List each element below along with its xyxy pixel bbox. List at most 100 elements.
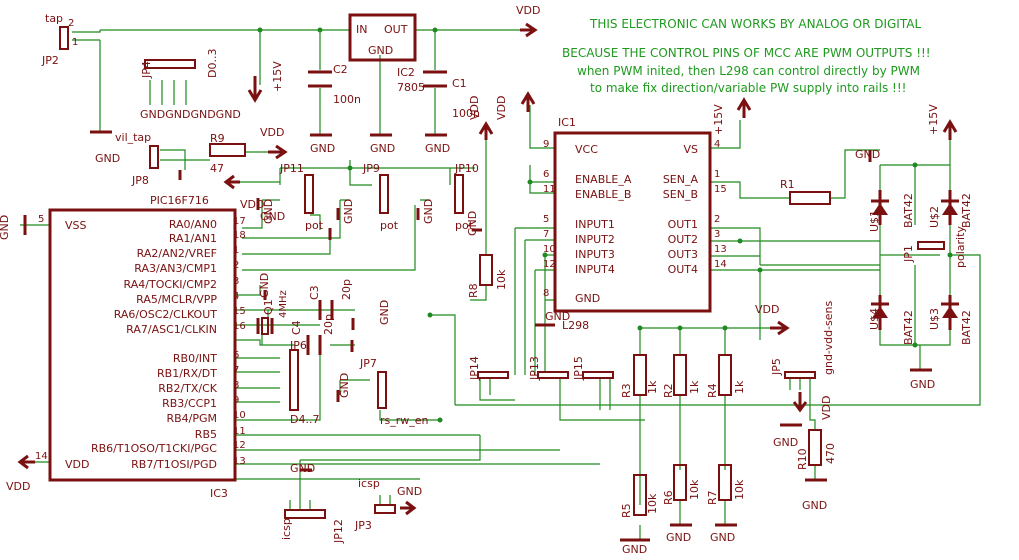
pic-pin-number: 11: [233, 426, 246, 437]
jp7-net: rs_rw_en: [380, 414, 429, 427]
pic-pin-number: 18: [233, 230, 246, 241]
reg-pin-out: OUT: [384, 23, 408, 36]
net-label: GND: [855, 148, 880, 161]
pic-pin-vss: VSS: [65, 219, 87, 232]
l298-pin-name: VS: [683, 143, 698, 156]
r1-ref: R1: [780, 178, 795, 191]
junctions: [257, 27, 953, 423]
net-label: GND: [397, 485, 422, 498]
r6-value: 10k: [688, 479, 701, 500]
l298-pin-name: INPUT2: [575, 233, 615, 246]
l298-pin-number: 14: [714, 259, 727, 270]
r9-ref: R9: [210, 132, 225, 145]
net-label: GND: [378, 300, 391, 325]
net-label: VDD: [495, 96, 508, 120]
l298-pin-name: ENABLE_B: [575, 188, 631, 201]
net-label: +15V: [927, 104, 940, 135]
jp2-net: tap: [45, 12, 63, 25]
d4-ref: U$4: [868, 308, 881, 330]
l298-pin-name: OUT3: [668, 248, 698, 261]
pic-pin-name: RB6/T1OSO/T1CKI/PGC: [91, 442, 217, 455]
jp1-net: polarity: [954, 226, 967, 268]
pic-pin-name: RA0/AN0: [169, 218, 217, 231]
d1-part: BAT42: [902, 193, 915, 228]
net-label: GND: [622, 543, 647, 556]
net-label: GND: [466, 211, 479, 236]
jp8-net: vil_tap: [115, 131, 151, 144]
diode-bridge: U$1 BAT42 U$2 BAT42 U$4 BAT42 U$3 BAT42: [868, 190, 973, 345]
c3-value: 20p: [340, 279, 353, 300]
net-label: GND: [370, 142, 395, 155]
l298-pin-number: 4: [714, 139, 720, 150]
pic-pin-name: RA3/AN3/CMP1: [134, 262, 217, 275]
net-label: GND: [710, 531, 735, 544]
l298-pin-number: 6: [543, 169, 549, 180]
l298-pin-number: 9: [543, 139, 549, 150]
c3-ref: C3: [308, 285, 321, 300]
r10-value: 470: [824, 443, 837, 464]
reg-part-label: 7805: [397, 81, 425, 94]
net-label: VDD: [516, 4, 540, 17]
jp6-net: D4..7: [290, 413, 319, 426]
wires: [20, 29, 981, 540]
pic-pin-number: 1: [233, 245, 239, 256]
net-label: GND: [545, 310, 570, 323]
net-label: GND: [802, 499, 827, 512]
pic-pin-number: 8: [233, 380, 239, 391]
net-label: GND: [260, 210, 285, 223]
net-label: GND: [310, 142, 335, 155]
c1-value: 100n: [452, 107, 480, 120]
jp3-net: icsp: [358, 477, 380, 490]
net-label: GND: [666, 531, 691, 544]
r7-value: 10k: [733, 479, 746, 500]
jp5-net: gnd-vdd-sens: [822, 300, 835, 375]
net-label: GND: [773, 436, 798, 449]
pic-pin-name: RB7/T1OSI/PGD: [131, 458, 217, 471]
d1-ref: U$1: [868, 210, 881, 232]
l298-pin-number: 15: [714, 184, 727, 195]
net-label: VDD: [820, 396, 833, 420]
r6-ref: R6: [662, 490, 675, 505]
pic-pin-name: RA6/OSC2/CLKOUT: [114, 308, 218, 321]
pic-pin-number: 9: [233, 395, 239, 406]
l298-ref-label: IC1: [558, 116, 576, 129]
pic-pin-number: 15: [233, 306, 246, 317]
pic-part-label: PIC16F716: [150, 194, 209, 207]
reg-ref-label: IC2: [397, 66, 415, 79]
reg-pin-gnd: GND: [368, 44, 393, 57]
net-label: GND: [262, 199, 275, 224]
jp13-ref: JP13: [528, 356, 541, 381]
d2-ref: U$2: [928, 206, 941, 228]
net-label: GND: [425, 142, 450, 155]
note-line-1: THIS ELECTRONIC CAN WORKS BY ANALOG OR D…: [589, 17, 921, 31]
r5-ref: R5: [620, 503, 633, 518]
reg-pin-in: IN: [356, 23, 367, 36]
pic-pin-num-14: 14: [35, 451, 48, 462]
note-line-3: when PWM inited, then L298 can control d…: [577, 64, 920, 78]
c4-value: 20p: [322, 314, 335, 335]
l298-chip[interactable]: IC1 L298 VCC9ENABLE_A6ENABLE_B11INPUT15I…: [543, 116, 727, 332]
jp12-ref: JP12: [332, 519, 345, 544]
jp10-pot: pot: [455, 219, 474, 232]
net-label: GND: [342, 199, 355, 224]
l298-pin-name: VCC: [575, 143, 598, 156]
net-label: GND: [338, 373, 351, 398]
r3-value: 1k: [646, 380, 659, 394]
pic-pin-name: RB3/CCP1: [162, 397, 217, 410]
jp1-ref: JP1: [902, 245, 915, 263]
net-label: VDD: [6, 480, 30, 493]
r7-ref: R7: [706, 490, 719, 505]
pic-pin-name: RB4/PGM: [166, 412, 217, 425]
pic-pin-number: 17: [233, 216, 246, 227]
capacitors: C2 100n C1 100n C3 20p C4 20p Q1 4MHz: [256, 63, 480, 355]
l298-pin-name: SEN_B: [663, 188, 698, 201]
regulator-7805[interactable]: IN OUT GND IC2 7805: [348, 13, 425, 94]
jp9-pot: pot: [380, 219, 399, 232]
net-label: VDD: [260, 126, 284, 139]
jp3-ref: JP3: [354, 519, 372, 532]
note-line-2: BECAUSE THE CONTROL PINS OF MCC ARE PWM …: [562, 46, 931, 60]
